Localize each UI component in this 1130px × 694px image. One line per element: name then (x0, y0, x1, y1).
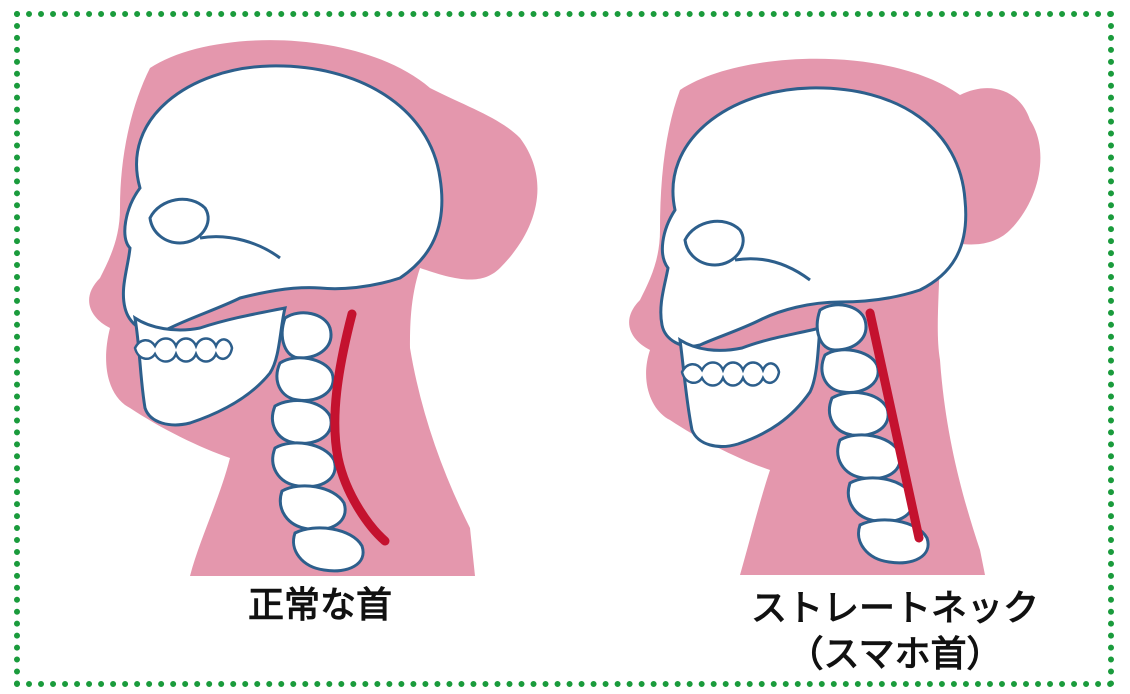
teeth (682, 363, 779, 386)
teeth (135, 339, 232, 362)
straight-neck-illustration (620, 40, 1080, 600)
normal-neck-caption: 正常な首 (220, 585, 420, 627)
smartphone-neck-caption: （スマホ首） (735, 634, 1055, 676)
straight-neck-caption: ストレートネック (735, 588, 1055, 630)
normal-neck-illustration (80, 28, 540, 588)
